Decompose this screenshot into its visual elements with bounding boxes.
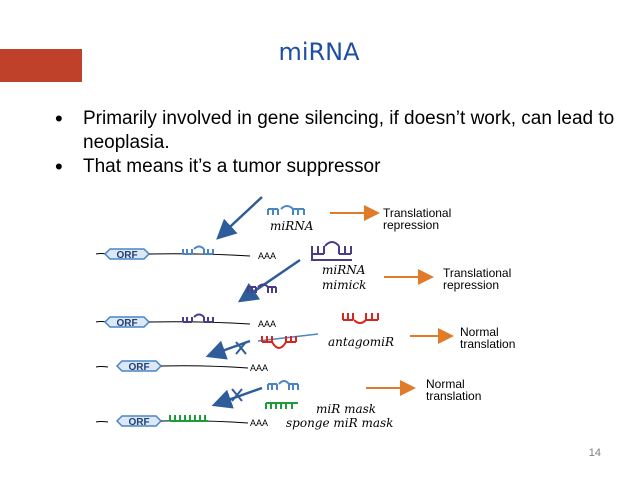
- mir-mask-icon: [265, 402, 298, 409]
- bullet-item: That means it’s a tumor suppressor: [55, 155, 615, 179]
- agent-label: sponge miR mask: [286, 416, 393, 430]
- orf-label: ORF: [128, 417, 149, 428]
- bullet-item: Primarily involved in gene silencing, if…: [55, 107, 615, 155]
- row-mirna: miRNA Translational repression ORF AAA: [95, 196, 451, 261]
- mirna-icon: [267, 380, 299, 390]
- outcome-label: Normal: [460, 325, 499, 339]
- row-antagomir: antagomiR Normal translation ORF AAA: [95, 313, 515, 373]
- agent-label: miR mask: [316, 402, 376, 416]
- title-accent-bar: [0, 49, 82, 82]
- antagomir-duplex-icon: [261, 336, 297, 349]
- mrna-strand: ORF AAA: [95, 245, 276, 261]
- mrna-strand: ORF AAA: [95, 415, 268, 428]
- sponge-icon: [169, 415, 208, 422]
- polya-label: AAA: [250, 418, 268, 428]
- mirna-icon: [267, 205, 305, 215]
- outcome-label: Normal: [426, 377, 465, 391]
- outcome-label: Translational: [443, 266, 511, 280]
- bullet-list: Primarily involved in gene silencing, if…: [55, 107, 615, 179]
- orf-label: ORF: [116, 318, 137, 329]
- blocked-arrow: [205, 339, 251, 360]
- agent-label: miRNA: [322, 263, 366, 277]
- row-mimick: miRNA mimick Translational repression OR…: [95, 241, 511, 329]
- mimick-icon: [311, 241, 352, 261]
- page-number: 14: [588, 447, 601, 459]
- antagomir-icon: [342, 313, 379, 324]
- agent-label: antagomiR: [328, 335, 394, 349]
- binding-arrow: [216, 196, 263, 240]
- outcome-label: Translational: [383, 206, 451, 220]
- polya-label: AAA: [250, 363, 268, 373]
- slide-title: miRNA: [278, 38, 360, 66]
- binding-arrow: [237, 258, 301, 303]
- orf-label: ORF: [116, 250, 137, 261]
- orf-label: ORF: [128, 362, 149, 373]
- agent-label: mimick: [322, 278, 366, 292]
- block-x-icon: [231, 388, 243, 402]
- outcome-label: translation: [460, 337, 515, 351]
- mrna-strand: ORF AAA: [95, 360, 268, 373]
- outcome-label: repression: [383, 218, 439, 232]
- mimick-small-icon: [247, 283, 277, 293]
- outcome-label: translation: [426, 389, 481, 403]
- outcome-label: repression: [443, 278, 499, 292]
- row-mirmask: Normal translation miR mask sponge miR m…: [95, 377, 481, 430]
- polya-label: AAA: [258, 319, 276, 329]
- block-x-icon: [235, 341, 247, 355]
- mrna-strand: ORF AAA: [95, 313, 276, 329]
- agent-label: miRNA: [270, 219, 314, 233]
- polya-label: AAA: [258, 251, 276, 261]
